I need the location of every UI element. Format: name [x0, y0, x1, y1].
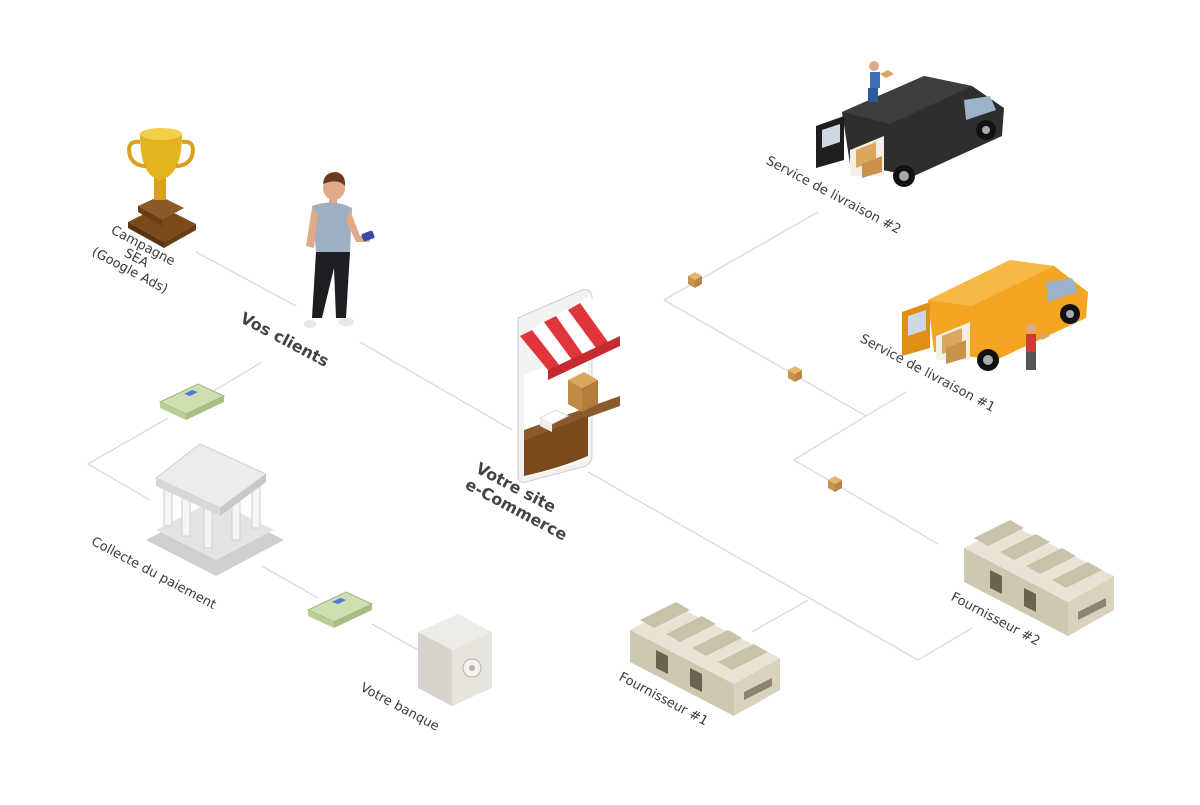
trophy-icon [127, 128, 196, 248]
warehouse-icon-supplier-1 [630, 602, 780, 716]
line-site-delivery-hub [663, 299, 867, 417]
line-hub-supplier2 [917, 627, 973, 661]
cash-icon-2 [306, 591, 374, 628]
line-cash-payment [86, 417, 169, 501]
line-sea-clients [195, 251, 297, 307]
parcel-icon-3 [828, 476, 842, 492]
cash-icon [158, 383, 226, 420]
bank-building-icon [146, 443, 284, 576]
line-clients-site [359, 341, 513, 431]
safe-icon [418, 614, 492, 706]
line-site-delivery2 [663, 211, 819, 301]
shop-phone-icon [517, 289, 620, 483]
line-cash2-bank [371, 623, 419, 651]
line-clients-cash [211, 361, 263, 393]
line-hub-delivery1 [865, 391, 907, 417]
line-payment-cash2 [261, 565, 319, 599]
van-icon-delivery-2 [816, 61, 1004, 187]
parcel-icon [688, 272, 702, 288]
line-hub-supplier1 [751, 599, 809, 633]
connector-lines [86, 211, 973, 661]
van-icon-delivery-1 [902, 260, 1088, 371]
person-icon [304, 172, 375, 328]
parcel-icon-2 [788, 366, 802, 382]
warehouse-icon-supplier-2 [964, 520, 1114, 636]
line-site-suppliers [587, 471, 919, 661]
line-delivery-suppliers [792, 415, 939, 545]
